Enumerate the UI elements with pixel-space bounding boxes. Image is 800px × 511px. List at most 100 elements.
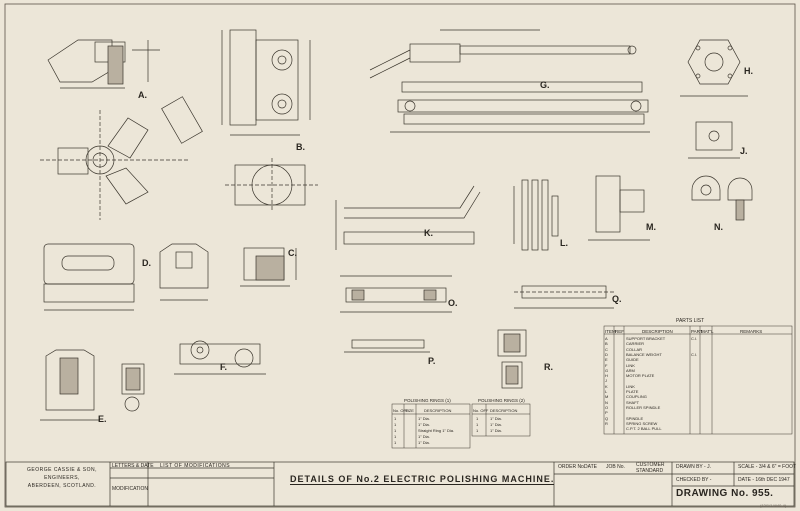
archive-stamp: (12/1/1/4/40-4) xyxy=(760,503,787,508)
parts-list-cell: CARRIER xyxy=(626,341,645,347)
part-label-f: F. xyxy=(220,362,228,372)
polishing-table-1-cell: 1 xyxy=(394,440,397,445)
drawing-date: DATE - 16th DEC 1947 xyxy=(738,477,790,483)
part-label-h: H. xyxy=(744,66,753,76)
part-e-drawing xyxy=(40,349,145,421)
drawing-title: DETAILS OF No.2 ELECTRIC POLISHING MACHI… xyxy=(290,474,555,485)
parts-list-cell: Q xyxy=(605,415,609,421)
parts-list-title: PARTS LIST xyxy=(676,318,705,324)
parts-list-cell: COLLAR xyxy=(626,346,643,352)
part-label-p: P. xyxy=(428,356,436,366)
parts-list-cell: BALANCE WEIGHT xyxy=(626,351,662,357)
polishing-table-1-cell: 1 xyxy=(394,434,397,439)
company-name: GEORGE CASSIE & SON, xyxy=(26,467,97,473)
parts-list-cell: C.P.T. 2 BALL PULL xyxy=(626,426,662,432)
polishing-table-1-cell: 1" Dia. xyxy=(418,440,430,445)
polishing-table-1-cell: Straight Ring 1" Dia. xyxy=(418,428,455,433)
parts-list-cell: SUPPORT BRACKET xyxy=(626,336,666,341)
part-d-drawing xyxy=(43,243,209,311)
polishing-table-2-cell: 1 xyxy=(476,422,479,427)
parts-list-cell: MOTOR PLATE xyxy=(626,373,655,379)
parts-list-cell: GUIDE xyxy=(626,357,639,363)
parts-list-cell: L xyxy=(605,389,608,394)
polishing-table-1-header-no: No. OFF xyxy=(393,408,409,413)
parts-list-cell: SHAFT xyxy=(626,399,640,405)
parts-list-header-ref: REF xyxy=(615,329,624,334)
part-label-b: B. xyxy=(296,142,305,152)
parts-list-header-description: DESCRIPTION xyxy=(642,329,673,334)
parts-list-cell: R xyxy=(605,420,608,426)
drawing-number: DRAWING No. 955. xyxy=(676,488,774,499)
polishing-table-1-cell: 1" Dia. xyxy=(418,416,430,421)
polishing-table-1-header-description: DESCRIPTION xyxy=(424,408,452,413)
parts-list-table xyxy=(603,325,793,435)
polishing-table-2-cell: 1 xyxy=(476,428,479,433)
part-label-q: Q. xyxy=(612,294,622,304)
part-label-g: G. xyxy=(540,80,550,90)
part-j-drawing xyxy=(688,121,740,159)
polishing-table-2-cell: 1 xyxy=(476,416,479,421)
part-label-l: L. xyxy=(560,238,568,248)
parts-list-cell: PLATE xyxy=(626,389,639,394)
parts-list-cell: P xyxy=(605,410,608,416)
parts-list-cell: D xyxy=(605,351,608,357)
part-f-drawing xyxy=(174,340,266,375)
polishing-table-2-header-description: DESCRIPTION xyxy=(490,408,518,413)
parts-list-cell: SPINDLE xyxy=(626,415,644,421)
part-a-drawing xyxy=(47,39,160,89)
parts-list-cell: O xyxy=(605,404,609,410)
parts-list-cell: LINK xyxy=(626,362,635,368)
part-c-drawing xyxy=(240,247,297,287)
part-l-drawing xyxy=(513,179,559,251)
part-q-drawing xyxy=(514,285,614,309)
parts-list-cell: G xyxy=(605,367,609,373)
letters-date-label: LETTERS & DATE xyxy=(112,463,154,469)
parts-list-cell: C xyxy=(605,346,608,352)
polishing-table-1-cell: 1" Dia. xyxy=(418,422,430,427)
modification-label: MODIFICATION xyxy=(112,486,149,492)
part-label-d: D. xyxy=(142,258,151,268)
polishing-table-2-cell: 1" Dia. xyxy=(490,422,502,427)
date-label: DATE xyxy=(584,464,597,470)
scale: SCALE - 3/4 & 6" = FOOT xyxy=(738,464,797,470)
part-b-drawing xyxy=(221,29,311,136)
parts-list-cell: ROLLER SPINDLE xyxy=(626,404,661,410)
part-label-r: R. xyxy=(544,362,553,372)
title-block-lines xyxy=(5,461,795,507)
polishing-table-1-cell: 1 xyxy=(394,422,397,427)
parts-list-cell: E xyxy=(605,357,608,363)
part-b2-drawing xyxy=(225,158,318,212)
polishing-table-1-cell: 1" Dia. xyxy=(418,434,430,439)
part-m-drawing xyxy=(588,175,650,241)
polishing-table-1-cell: 1 xyxy=(394,428,397,433)
parts-list-header-remarks: REMARKS xyxy=(740,329,763,334)
parts-list-cell: F xyxy=(605,362,608,368)
sheet-border xyxy=(4,3,796,508)
part-label-a: A. xyxy=(138,90,147,100)
customer-label: CUSTOMER xyxy=(636,462,665,468)
parts-list-cell: LINK xyxy=(626,383,635,389)
part-r-drawing xyxy=(497,329,527,389)
part-label-n: N. xyxy=(714,222,723,232)
polishing-rings-tables xyxy=(391,403,531,449)
polishing-table-2-header-no: No. OFF xyxy=(473,408,489,413)
part-p-drawing xyxy=(344,339,430,353)
part-label-k: K. xyxy=(424,228,433,238)
polishing-table-1-header-size: SIZE xyxy=(405,408,414,413)
polishing-table-2-cell: 1" Dia. xyxy=(490,416,502,421)
parts-list-cell: SPRING SCREW xyxy=(626,420,658,426)
parts-list-cell: C.I. xyxy=(691,336,698,341)
part-label-o: O. xyxy=(448,298,458,308)
part-label-c: C. xyxy=(288,248,297,258)
polishing-table-1-cell: 1 xyxy=(394,416,397,421)
order-label: ORDER No. xyxy=(558,464,586,470)
parts-list-cell: N xyxy=(605,399,608,405)
parts-list-header-matl: MAT'L xyxy=(701,329,714,334)
parts-list-cell: M xyxy=(605,394,609,400)
company-trade: ENGINEERS, xyxy=(44,475,80,481)
parts-list-header-item: ITEM xyxy=(605,329,616,334)
company-block: GEORGE CASSIE & SON, ENGINEERS, ABERDEEN… xyxy=(12,466,112,490)
part-h-drawing xyxy=(680,39,748,97)
part-label-e: E. xyxy=(98,414,107,424)
